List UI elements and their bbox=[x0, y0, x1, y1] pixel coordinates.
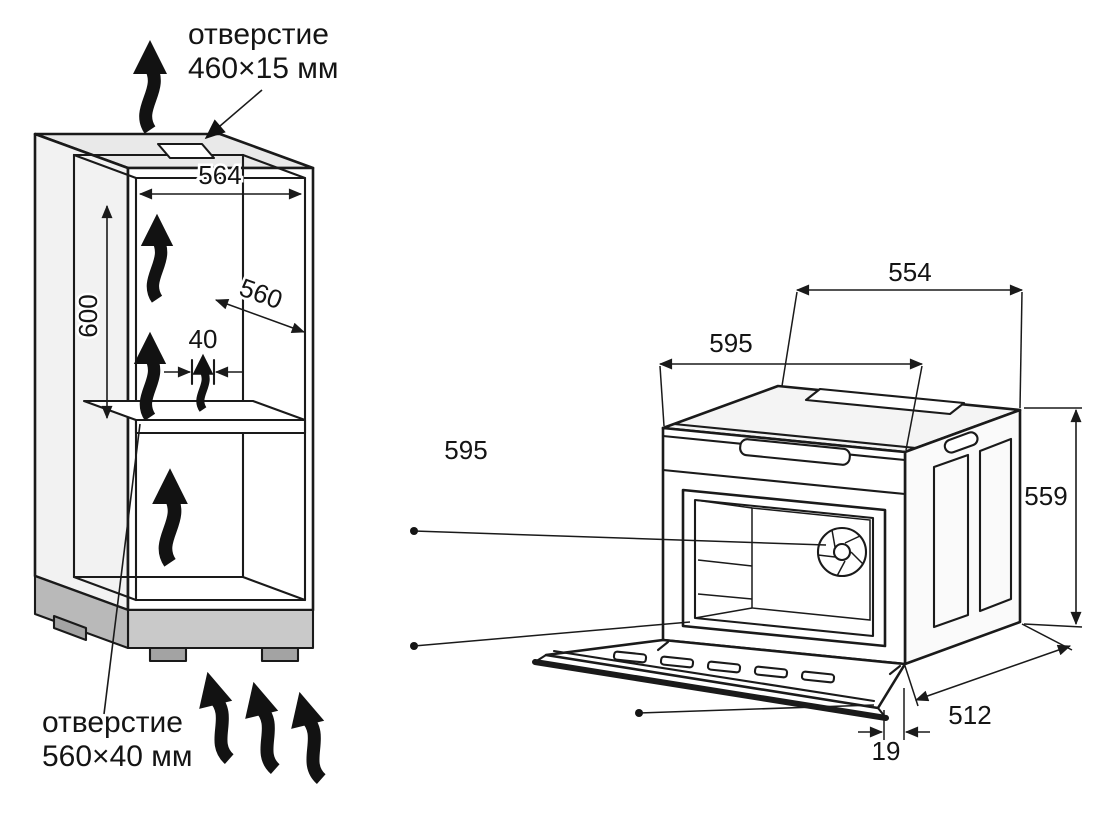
leader-line-middle bbox=[413, 621, 691, 647]
interior-floor-right-edge bbox=[241, 575, 307, 602]
cavity-bottom-left-edge bbox=[694, 607, 753, 619]
oven-body-width-dimension: 554 bbox=[781, 255, 1024, 409]
door-inner-line bbox=[552, 649, 876, 703]
fan-hub bbox=[832, 542, 852, 562]
oven-drawing: 595 554 595 559 512 bbox=[410, 255, 1083, 769]
rear-gap-slot bbox=[190, 358, 216, 386]
door-clearance-dimension: 19 bbox=[858, 688, 930, 769]
interior-ceiling-left-edge bbox=[72, 153, 138, 180]
oven-body-width-label: 554 bbox=[888, 257, 931, 287]
cabinet-drawing: 564 600 560 40 отверстие 460×15 мм отвер… bbox=[33, 16, 341, 784]
interior-floor-left-edge bbox=[72, 575, 138, 602]
door-slot bbox=[659, 655, 695, 669]
cavity-top-left-edge bbox=[694, 499, 753, 509]
cabinet-width-dimension: 564 bbox=[138, 158, 303, 200]
ext-line bbox=[781, 291, 798, 387]
oven-body-height-label: 559 bbox=[1024, 481, 1067, 511]
door-slot bbox=[706, 660, 742, 674]
ext-line bbox=[1021, 623, 1073, 651]
top-recess bbox=[804, 387, 966, 416]
cabinet-base bbox=[33, 574, 315, 663]
cabinet-inner-width-label: 564 bbox=[198, 160, 241, 190]
top-face-bevel-line bbox=[672, 422, 918, 450]
fan-blade bbox=[850, 551, 864, 565]
panel-display bbox=[739, 438, 851, 466]
foot-left bbox=[148, 646, 188, 663]
top-vent-label: отверстие bbox=[188, 18, 329, 51]
plinth-front bbox=[126, 608, 315, 650]
top-vent-size-label: 460×15 мм bbox=[188, 52, 339, 85]
side-inset-panel-2 bbox=[978, 437, 1013, 613]
fan-blade bbox=[844, 535, 861, 544]
panel-bottom-line bbox=[661, 468, 907, 496]
ext-line bbox=[1023, 623, 1083, 628]
dim-line-512 bbox=[914, 644, 1072, 702]
door-slot bbox=[753, 665, 789, 679]
ext-line bbox=[659, 365, 665, 427]
top-vent-slot bbox=[156, 142, 216, 160]
oven-front-width-dimension: 595 bbox=[658, 326, 924, 451]
bottom-vent-leader-line bbox=[103, 423, 141, 715]
airflow-arrow-icon bbox=[283, 688, 338, 784]
airflow-arrow-icon bbox=[191, 668, 246, 764]
rack-line-2 bbox=[697, 593, 753, 600]
bottom-vent-callout: отверстие 560×40 мм bbox=[40, 423, 195, 775]
ext-line bbox=[1019, 291, 1023, 409]
front-height-leaders: 595 bbox=[410, 433, 875, 717]
leader-line-top bbox=[413, 530, 827, 546]
rear-gap-label: 40 bbox=[189, 324, 218, 354]
top-vent-leader-arrow bbox=[204, 89, 263, 140]
oven-body-depth-dimension: 512 bbox=[904, 623, 1073, 733]
oven-door-open bbox=[532, 638, 907, 721]
foot-side bbox=[52, 614, 88, 642]
cabinet-shelf bbox=[82, 399, 307, 435]
rear-gap-dimension: 40 bbox=[164, 322, 242, 378]
side-inset-panel-1 bbox=[932, 453, 970, 629]
rack-line-1 bbox=[697, 559, 753, 567]
oven-body-height-dimension: 559 bbox=[1022, 407, 1083, 628]
bottom-vent-size-label: 560×40 мм bbox=[42, 740, 193, 773]
cabinet-inner-height-label: 600 bbox=[73, 294, 103, 337]
ext-line bbox=[905, 365, 923, 451]
bottom-vent-label: отверстие bbox=[42, 706, 183, 739]
side-handle-bracket bbox=[943, 431, 979, 454]
oven-cavity bbox=[681, 488, 887, 648]
oven-side-details bbox=[932, 431, 1013, 629]
door-hinge-left bbox=[656, 640, 670, 652]
door-vent-slots bbox=[612, 650, 836, 684]
foot-right bbox=[260, 646, 300, 663]
airflow-arrow-icon bbox=[237, 678, 292, 774]
door-slot bbox=[612, 650, 648, 664]
cabinet-height-dimension: 600 bbox=[71, 204, 113, 420]
interior-ceiling-right-edge bbox=[241, 153, 307, 180]
door-handle-bar bbox=[532, 659, 889, 721]
oven-control-panel bbox=[661, 434, 907, 496]
oven-front-height-label: 595 bbox=[444, 435, 487, 465]
fan-blade bbox=[836, 560, 846, 577]
door-slot bbox=[800, 670, 836, 684]
oven-body-depth-label: 512 bbox=[948, 700, 991, 730]
fan-icon bbox=[816, 526, 868, 578]
dim-line-560 bbox=[214, 298, 306, 334]
airflow-arrow-icon bbox=[133, 40, 167, 130]
plinth-side bbox=[33, 574, 130, 650]
door-hinge-right bbox=[888, 664, 902, 676]
fan-blade bbox=[831, 529, 836, 548]
fan-blade bbox=[817, 554, 836, 558]
cabinet-left-side-face bbox=[33, 132, 130, 612]
door-clearance-label: 19 bbox=[872, 736, 901, 766]
shelf-front-edge bbox=[134, 418, 307, 435]
top-vent-callout: отверстие 460×15 мм bbox=[186, 16, 341, 140]
oven-front-width-label: 595 bbox=[709, 328, 752, 358]
leader-line-bottom bbox=[638, 704, 875, 714]
